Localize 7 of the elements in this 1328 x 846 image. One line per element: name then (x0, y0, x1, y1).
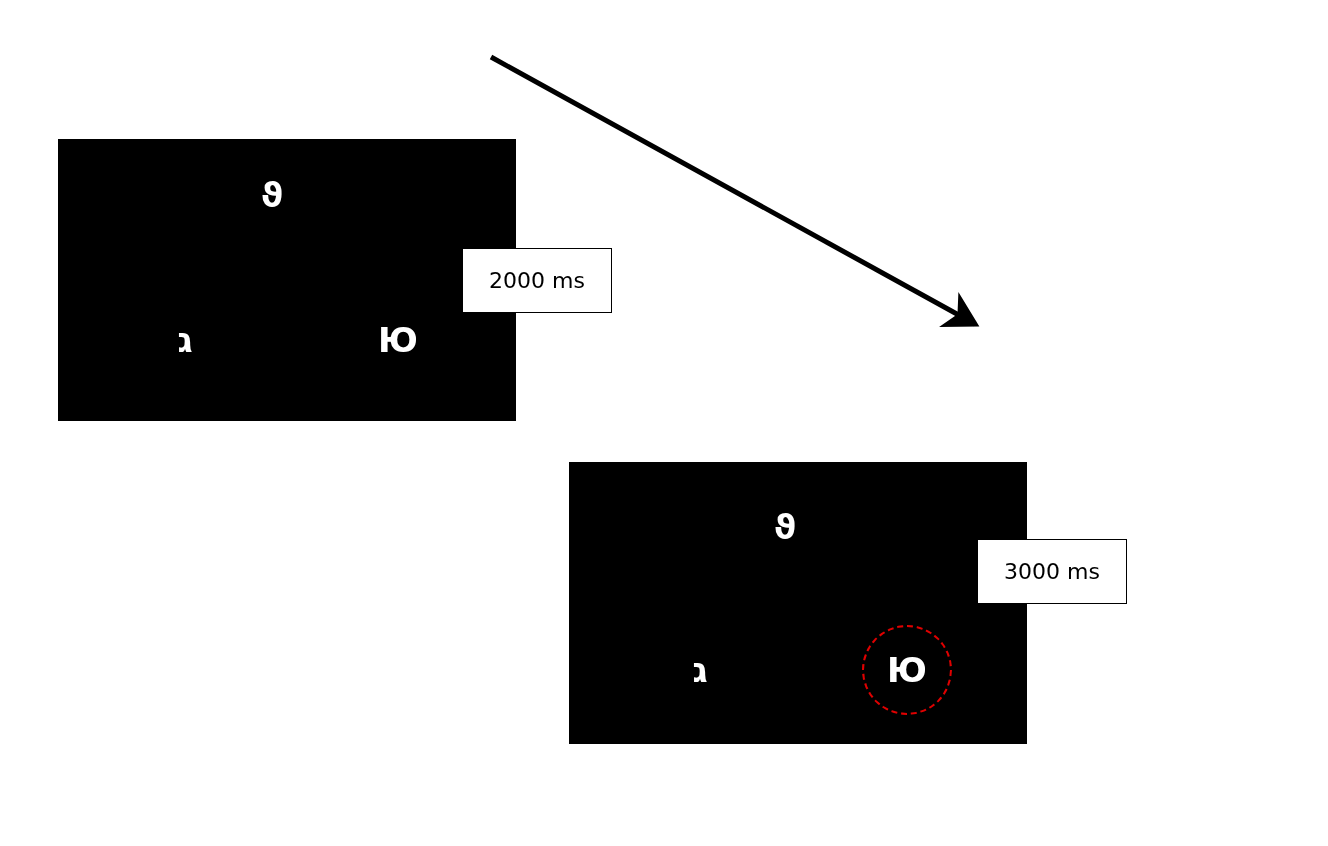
symbol: Ю (378, 323, 418, 357)
symbol: ϑ (260, 178, 284, 212)
symbol: ג (692, 653, 708, 687)
duration-box: 2000 ms (462, 248, 612, 313)
symbol: ג (177, 323, 193, 357)
duration-box: 3000 ms (977, 539, 1127, 604)
symbol: ϑ (773, 510, 797, 544)
